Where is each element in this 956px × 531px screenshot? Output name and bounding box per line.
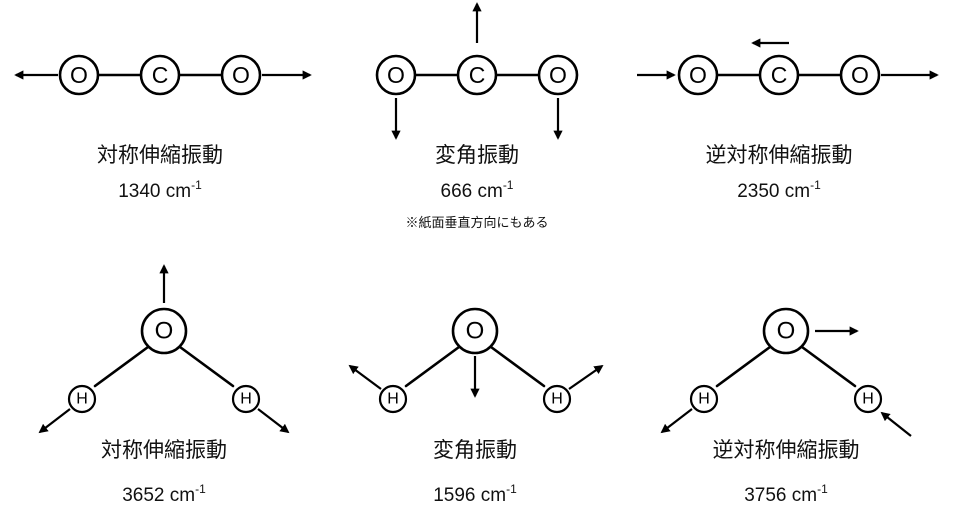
hydrogen-atom: [689, 384, 719, 414]
carbon-atom: [758, 54, 800, 96]
oxygen-symbol: O: [155, 318, 174, 345]
oxygen-atom: [762, 307, 810, 355]
co2-bending-diagram: O C O: [375, 2, 579, 140]
hydrogen-symbol: H: [76, 391, 88, 408]
up-right-arrow: [568, 364, 604, 390]
down-right-arrow: [257, 408, 290, 434]
carbon-symbol: C: [771, 62, 788, 88]
h2o-frequency: 1596 cm-1: [433, 482, 517, 506]
carbon-symbol: C: [152, 62, 169, 88]
hydrogen-atom: [231, 384, 261, 414]
frequency-value: 1340: [118, 181, 160, 202]
co2-mode-name: 対称伸縮振動: [97, 144, 223, 167]
hydrogen-symbol: H: [240, 391, 252, 408]
frequency-exponent: -1: [810, 178, 821, 192]
oxygen-atom: [220, 54, 262, 96]
frequency-value: 1596: [433, 485, 475, 506]
frequency-value: 3756: [744, 485, 786, 506]
frequency-unit: cm: [170, 485, 195, 506]
frequency-unit: cm: [785, 181, 810, 202]
frequency-exponent: -1: [195, 482, 206, 496]
up-left-arrow: [348, 364, 382, 390]
frequency-exponent: -1: [506, 482, 517, 496]
co2-frequency: 1340 cm-1: [118, 178, 202, 202]
co2-mode-name: 変角振動: [435, 144, 519, 167]
down-left-arrow: [660, 408, 693, 434]
frequency-value: 3652: [122, 485, 164, 506]
frequency-unit: cm: [481, 485, 506, 506]
h2o-frequency: 3756 cm-1: [744, 482, 828, 506]
hydrogen-atom: [67, 384, 97, 414]
co2-frequency: 666 cm-1: [441, 178, 514, 202]
frequency-exponent: -1: [817, 482, 828, 496]
hydrogen-atom: [542, 384, 572, 414]
frequency-value: 2350: [737, 181, 779, 202]
down-left-arrow: [38, 408, 71, 434]
hydrogen-symbol: H: [387, 391, 399, 408]
co2-mode-name: 逆対称伸縮振動: [706, 144, 853, 167]
hydrogen-symbol: H: [551, 391, 563, 408]
carbon-atom: [139, 54, 181, 96]
oxygen-atom: [140, 307, 188, 355]
oxygen-symbol: O: [232, 62, 250, 88]
co2-symmetric-stretch-diagram: O C O: [14, 54, 312, 96]
carbon-symbol: C: [469, 62, 486, 88]
hydrogen-atom: [378, 384, 408, 414]
frequency-unit: cm: [166, 181, 191, 202]
oxygen-atom: [677, 54, 719, 96]
oxygen-symbol: O: [851, 62, 869, 88]
frequency-exponent: -1: [191, 178, 202, 192]
h2o-mode-name: 対称伸縮振動: [101, 439, 227, 462]
frequency-value: 666: [441, 181, 473, 202]
h2o-antisymmetric-stretch-diagram: O H H: [660, 307, 912, 437]
h2o-bending-diagram: O H H: [348, 307, 604, 414]
hydrogen-symbol: H: [862, 391, 874, 408]
co2-antisymmetric-stretch-diagram: O C O: [637, 38, 939, 96]
frequency-exponent: -1: [503, 178, 514, 192]
hydrogen-symbol: H: [698, 391, 710, 408]
carbon-atom: [456, 54, 498, 96]
oxygen-atom: [537, 54, 579, 96]
oxygen-symbol: O: [549, 62, 567, 88]
co2-frequency: 2350 cm-1: [737, 178, 821, 202]
oh-bond: [404, 345, 461, 388]
oxygen-atom: [451, 307, 499, 355]
frequency-unit: cm: [792, 485, 817, 506]
oh-bond: [715, 345, 772, 388]
oh-bond: [489, 345, 546, 388]
oh-bond: [178, 345, 235, 388]
h2o-mode-name: 逆対称伸縮振動: [713, 439, 860, 462]
oxygen-symbol: O: [689, 62, 707, 88]
oxygen-atom: [839, 54, 881, 96]
frequency-unit: cm: [477, 181, 502, 202]
up-left-arrow: [880, 411, 912, 437]
oxygen-atom: [58, 54, 100, 96]
oxygen-atom: [375, 54, 417, 96]
h2o-frequency: 3652 cm-1: [122, 482, 206, 506]
oxygen-symbol: O: [387, 62, 405, 88]
oh-bond: [800, 345, 857, 388]
oxygen-symbol: O: [777, 318, 796, 345]
hydrogen-atom: [853, 384, 883, 414]
oxygen-symbol: O: [466, 318, 485, 345]
oh-bond: [93, 345, 150, 388]
h2o-mode-name: 変角振動: [433, 439, 517, 462]
perpendicular-note: ※紙面垂直方向にもある: [405, 215, 548, 230]
h2o-symmetric-stretch-diagram: O H H: [38, 264, 290, 434]
oxygen-symbol: O: [70, 62, 88, 88]
